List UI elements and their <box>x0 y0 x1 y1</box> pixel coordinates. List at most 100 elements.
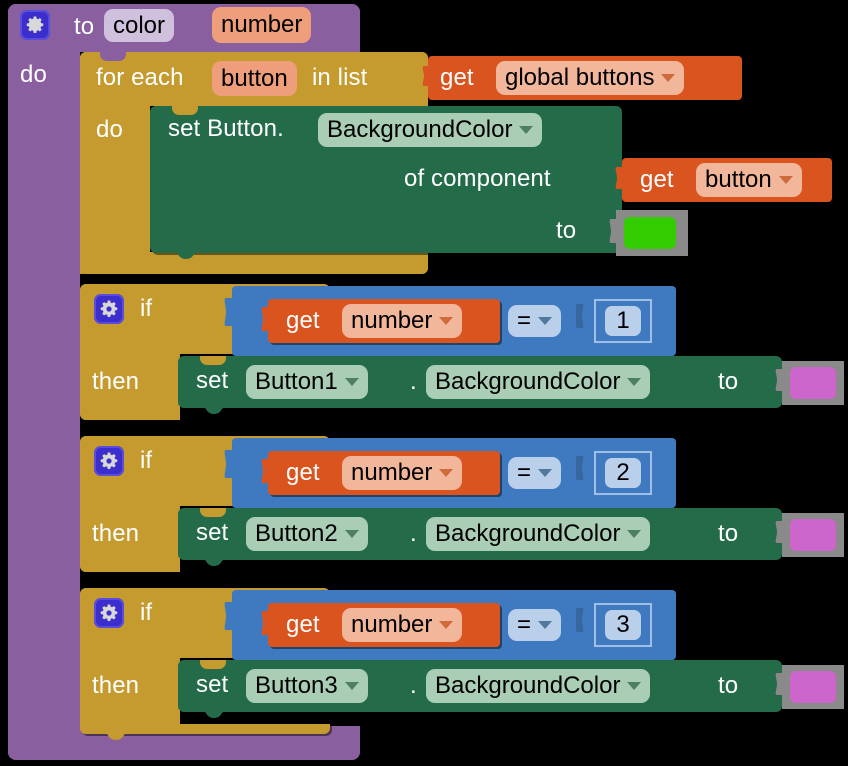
if-block-1-mutator-gear-button[interactable] <box>94 294 124 324</box>
button3-property-text: BackgroundColor <box>435 672 621 699</box>
comparison-2-plug-icon <box>224 450 236 478</box>
chevron-down-icon <box>344 378 359 386</box>
button3-dot-separator: . <box>410 672 417 699</box>
chevron-down-icon <box>538 469 553 477</box>
get-global-buttons-plug-icon <box>422 66 432 86</box>
if-block-2-top-notch <box>100 436 126 445</box>
set-button3-to-label: to <box>718 672 739 699</box>
procedure-mutator-gear-button[interactable] <box>20 10 50 40</box>
procedure-name-field[interactable]: color <box>104 9 175 42</box>
button3-component-dropdown[interactable]: Button3 <box>246 669 368 703</box>
for-each-item-variable[interactable]: button <box>212 61 297 96</box>
chevron-down-icon <box>344 682 359 690</box>
set-component-to-label: to <box>556 217 577 244</box>
button1-property-dropdown[interactable]: BackgroundColor <box>426 365 651 399</box>
button1-component-dropdown[interactable]: Button1 <box>246 365 368 399</box>
number-literal-text-2: 2 <box>605 458 641 488</box>
comparison-operator-dropdown-1[interactable]: = <box>508 305 562 337</box>
button2-property-dropdown[interactable]: BackgroundColor <box>426 517 651 551</box>
comparison-operator-text-3: = <box>517 611 532 638</box>
set-label-button1: set <box>196 367 229 394</box>
get-label-number-3: get <box>286 611 320 638</box>
then-label-1: then <box>92 368 140 395</box>
global-buttons-text: global buttons <box>505 64 655 91</box>
button3-property-dropdown[interactable]: BackgroundColor <box>426 669 651 703</box>
comparison-3-plug-icon <box>224 602 236 630</box>
if-block-2-mutator-gear-button[interactable] <box>94 446 124 476</box>
comparison-operator-dropdown-3[interactable]: = <box>508 609 562 641</box>
color-magenta-swatch-2[interactable] <box>790 519 836 551</box>
set-button2-top-notch <box>200 508 226 517</box>
if-label-2: if <box>140 447 153 474</box>
number-literal-block-1[interactable]: 1 <box>594 299 652 343</box>
button1-dot-separator: . <box>410 368 417 395</box>
comparison-operator-text-2: = <box>517 459 532 486</box>
comparison-3-right-socket-icon <box>576 608 584 632</box>
set-button3-bottom-notch-icon <box>196 708 232 718</box>
button2-dot-separator: . <box>410 520 417 547</box>
set-label-button2: set <box>196 519 229 546</box>
get-number-3-plug-icon <box>261 611 272 635</box>
color-magenta-3-plug-icon <box>775 673 786 695</box>
chevron-down-icon <box>344 530 359 538</box>
button1-component-text: Button1 <box>255 368 338 395</box>
get-label-global: get <box>440 64 474 91</box>
set-component-property-text: BackgroundColor <box>327 116 513 143</box>
gear-icon <box>100 452 118 470</box>
button3-component-text: Button3 <box>255 672 338 699</box>
procedure-left-column <box>8 4 80 760</box>
procedure-parameter-number[interactable]: number <box>212 7 312 43</box>
set-component-bottom-notch-icon <box>168 249 204 259</box>
get-number-dropdown-1[interactable]: number <box>342 304 463 338</box>
color-magenta-swatch-1[interactable] <box>790 367 836 399</box>
procedure-to-label: to <box>74 13 95 40</box>
then-label-2: then <box>92 520 140 547</box>
comparison-operator-dropdown-2[interactable]: = <box>508 457 562 489</box>
number-literal-text-3: 3 <box>605 610 641 640</box>
chevron-down-icon <box>627 530 642 538</box>
get-number-2-plug-icon <box>261 459 272 483</box>
get-number-1-plug-icon <box>261 307 272 331</box>
color-magenta-2-plug-icon <box>775 521 786 543</box>
comparison-2-right-socket-icon <box>576 456 584 480</box>
chevron-down-icon <box>538 621 553 629</box>
get-label-number-1: get <box>286 307 320 334</box>
of-component-label: of component <box>404 165 551 192</box>
color-green-plug-icon <box>609 219 620 243</box>
for-each-footer-row <box>80 252 428 274</box>
for-each-label: for each <box>96 64 184 91</box>
number-literal-block-3[interactable]: 3 <box>594 603 652 647</box>
procedure-parameter-text: number <box>221 11 303 38</box>
gear-icon <box>100 604 118 622</box>
number-literal-block-2[interactable]: 2 <box>594 451 652 495</box>
set-component-property-dropdown[interactable]: BackgroundColor <box>318 113 543 147</box>
if-label-3: if <box>140 599 153 626</box>
get-button-text: button <box>705 166 772 193</box>
if-block-1-top-notch <box>100 284 126 293</box>
color-green-swatch[interactable] <box>624 217 676 249</box>
get-number-dropdown-2[interactable]: number <box>342 456 463 490</box>
color-magenta-swatch-3[interactable] <box>790 671 836 703</box>
set-component-top-notch <box>172 106 198 115</box>
get-button-dropdown[interactable]: button <box>696 163 802 197</box>
chevron-down-icon <box>778 176 793 184</box>
procedure-name-text: color <box>113 11 166 39</box>
get-number-dropdown-3[interactable]: number <box>342 608 463 642</box>
global-buttons-dropdown[interactable]: global buttons <box>496 61 685 95</box>
set-button1-top-notch <box>200 356 226 365</box>
chevron-down-icon <box>627 378 642 386</box>
set-component-label: set Button. <box>168 115 284 142</box>
get-label-number-2: get <box>286 459 320 486</box>
set-button2-bottom-notch-icon <box>196 556 232 566</box>
set-button3-top-notch <box>200 660 226 669</box>
set-button2-to-label: to <box>718 520 739 547</box>
comparison-operator-text-1: = <box>517 307 532 334</box>
chevron-down-icon <box>661 74 676 82</box>
for-each-in-list-label: in list <box>312 64 368 91</box>
if-block-3-mutator-gear-button[interactable] <box>94 598 124 628</box>
chevron-down-icon <box>439 469 454 477</box>
chevron-down-icon <box>538 317 553 325</box>
set-button1-to-label: to <box>718 368 739 395</box>
button2-component-dropdown[interactable]: Button2 <box>246 517 368 551</box>
